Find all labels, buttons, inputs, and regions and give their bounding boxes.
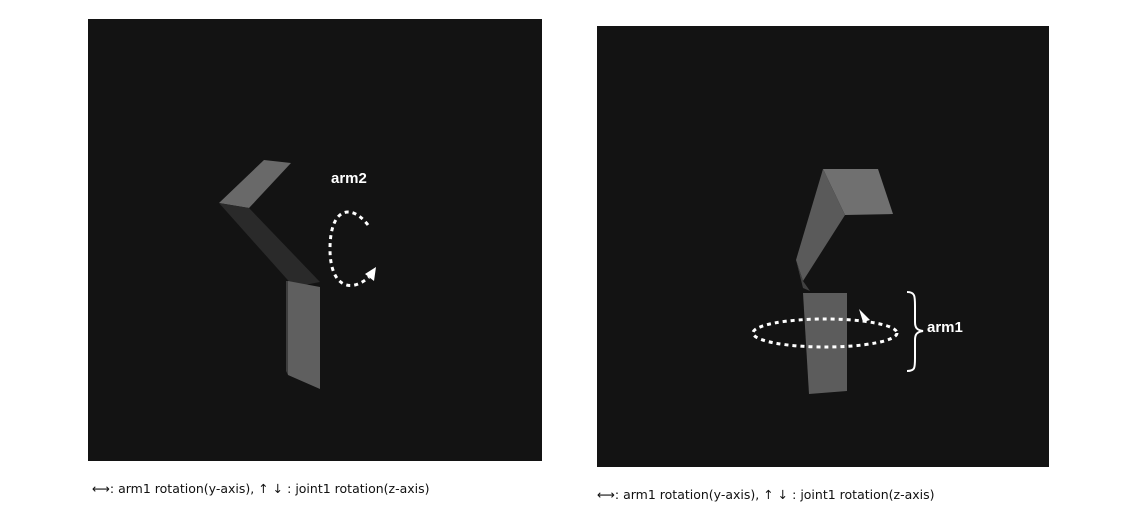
left-lower-arm-side <box>286 281 288 375</box>
right-upper-arm <box>823 169 893 215</box>
left-top-flap <box>219 160 291 208</box>
right-arrowhead-icon <box>859 309 870 322</box>
arm1-label: arm1 <box>927 319 963 336</box>
right-brace-icon <box>906 291 924 372</box>
left-diagonal-link <box>219 203 320 287</box>
left-arm-render <box>219 160 376 389</box>
right-rotation-ellipse <box>751 317 899 349</box>
right-arm-render <box>751 169 924 394</box>
right-upper-arm-side <box>796 169 845 281</box>
right-caption: ⟷: arm1 rotation(y-axis), ↑ ↓ : joint1 r… <box>597 487 935 502</box>
left-render-viewport: arm2 <box>88 19 542 461</box>
arm2-label: arm2 <box>331 170 367 187</box>
right-lower-arm <box>803 293 847 394</box>
left-caption: ⟷: arm1 rotation(y-axis), ↑ ↓ : joint1 r… <box>92 481 430 496</box>
right-render-viewport: arm1 <box>597 26 1049 467</box>
right-upper-arm-front <box>796 260 810 291</box>
left-lower-arm <box>288 281 320 389</box>
left-arrowhead-icon <box>365 267 376 281</box>
left-rotation-arrow <box>328 210 370 287</box>
